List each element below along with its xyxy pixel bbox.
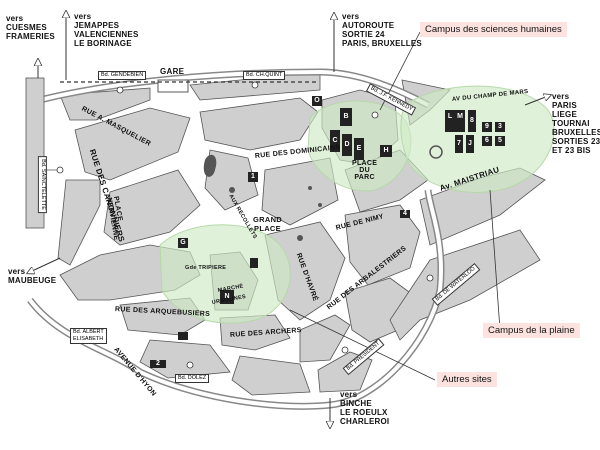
building-n: N <box>224 293 230 300</box>
building-6: 6 <box>485 137 489 144</box>
building-j: J <box>468 140 472 147</box>
label-place-du-parc: PLACE DU PARC <box>352 160 378 181</box>
label-grand-place: GRAND PLACE <box>253 215 282 233</box>
building-o: O <box>314 97 320 104</box>
building-9: 9 <box>485 123 489 130</box>
boulevard-gendebien: Bd. GENDEBIEN <box>98 71 147 80</box>
boulevard-charles-quint: Bd. CH.QUINT <box>243 71 286 80</box>
direction-cuesmes: vers CUESMES FRAMERIES <box>6 14 55 41</box>
direction-jemappes: vers JEMAPPES VALENCIENNES LE BORINAGE <box>74 12 139 48</box>
building-4: 4 <box>403 210 407 217</box>
building-m: M <box>457 113 463 120</box>
building-7: 7 <box>457 140 461 147</box>
building-5: 5 <box>498 137 502 144</box>
direction-arrows <box>30 14 548 425</box>
boulevard-sainctelette: Bd. SAINCTELETTE <box>37 156 47 213</box>
direction-maubeuge: vers MAUBEUGE <box>8 267 57 285</box>
boulevard-dolez: Bd. DOLEZ <box>175 374 210 383</box>
callout-campus-plaine: Campus de la plaine <box>483 323 580 338</box>
building-d: D <box>344 141 350 148</box>
building-l: L <box>447 113 453 120</box>
building-b: B <box>343 113 349 120</box>
building-8: 8 <box>470 117 474 124</box>
callout-sciences-humaines: Campus des sciences humaines <box>420 22 567 37</box>
direction-paris: vers PARIS LIEGE TOURNAI BRUXELLES SORTI… <box>552 92 600 155</box>
building-blocks <box>150 96 505 368</box>
building-1: 1 <box>251 173 255 180</box>
building-2: 2 <box>156 360 160 367</box>
building-3: 3 <box>498 123 502 130</box>
direction-autoroute: vers AUTOROUTE SORTIE 24 PARIS, BRUXELLE… <box>342 12 422 48</box>
label-tripiere: Gde TRIPIERE <box>185 265 227 271</box>
building-e: E <box>356 145 362 152</box>
building-h: H <box>383 147 389 154</box>
direction-binche: vers BINCHE LE ROEULX CHARLEROI <box>340 390 390 426</box>
building-c: C <box>332 137 338 144</box>
building-g: G <box>180 239 186 246</box>
label-gare: GARE <box>160 67 185 76</box>
boulevard-albert-elisabeth: Bd. ALBERT ELISABETH <box>70 328 107 344</box>
callout-autres-sites: Autres sites <box>437 372 497 387</box>
